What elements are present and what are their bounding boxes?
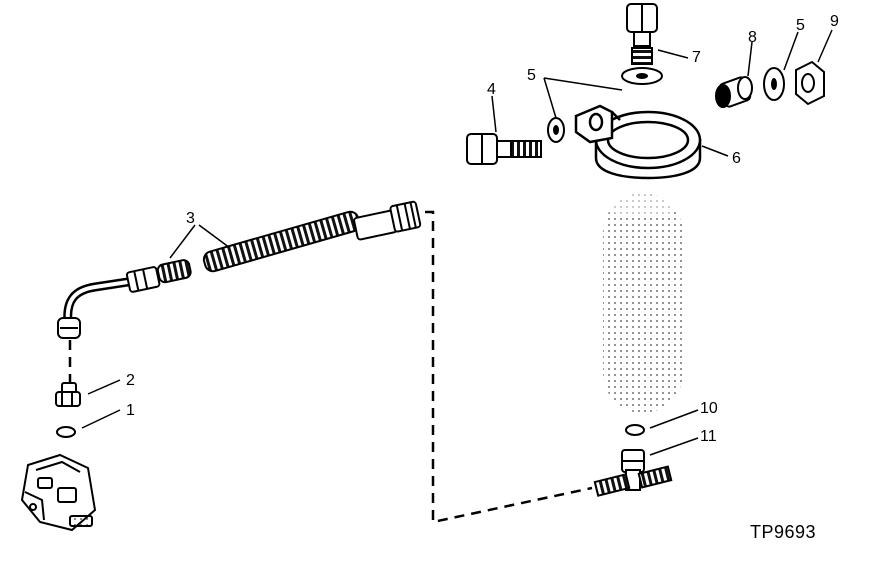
o-ring-10 bbox=[625, 424, 645, 436]
callout-7: 7 bbox=[692, 49, 701, 66]
leader-8 bbox=[747, 41, 753, 77]
callout-10: 10 bbox=[700, 400, 718, 417]
callout-1: 1 bbox=[126, 402, 135, 419]
routing-lines bbox=[68, 210, 593, 524]
engine-block-fragment bbox=[20, 453, 97, 532]
o-ring-1 bbox=[56, 426, 76, 438]
leader-7 bbox=[657, 49, 689, 59]
callout-11: 11 bbox=[700, 428, 717, 445]
leader-2 bbox=[87, 379, 121, 395]
fitting-2 bbox=[55, 382, 81, 407]
callout-labels: 1 2 3 4 5 6 7 8 5 9 10 11 TP9693 bbox=[126, 13, 839, 542]
callout-8: 8 bbox=[748, 29, 757, 46]
figure-code: TP9693 bbox=[750, 522, 816, 542]
callout-2: 2 bbox=[126, 372, 135, 389]
hose-fitting-right bbox=[353, 200, 422, 241]
callout-4: 4 bbox=[487, 81, 496, 98]
leader-5a-top bbox=[543, 77, 623, 91]
bolt-4 bbox=[466, 133, 542, 165]
callout-5-left: 5 bbox=[527, 67, 536, 84]
filter-canister bbox=[603, 193, 683, 413]
hose-long-section bbox=[202, 210, 361, 273]
leader-3a bbox=[169, 224, 196, 259]
leader-6 bbox=[701, 145, 729, 157]
hose-crimp-collar bbox=[125, 266, 161, 293]
hose-short-section bbox=[156, 259, 192, 284]
hose-assembly bbox=[57, 200, 422, 339]
bolt-7 bbox=[626, 3, 658, 65]
callout-5-right: 5 bbox=[796, 17, 805, 34]
clamp-6 bbox=[574, 104, 702, 180]
leader-5a-washer bbox=[543, 77, 557, 119]
leader-10 bbox=[649, 409, 699, 429]
leader-1 bbox=[81, 409, 121, 429]
leader-lines bbox=[81, 29, 833, 456]
callout-3: 3 bbox=[186, 210, 195, 227]
leader-5b bbox=[783, 31, 799, 71]
leader-11 bbox=[649, 437, 699, 456]
leader-9 bbox=[817, 29, 833, 63]
dashed-return-line bbox=[425, 210, 593, 524]
callout-6: 6 bbox=[732, 150, 741, 167]
leader-4 bbox=[491, 95, 497, 133]
tee-fitting-11 bbox=[593, 449, 673, 497]
leader-3b bbox=[198, 224, 231, 249]
spacer-8 bbox=[715, 76, 753, 108]
nut-9 bbox=[795, 60, 825, 106]
callout-9: 9 bbox=[830, 13, 839, 30]
